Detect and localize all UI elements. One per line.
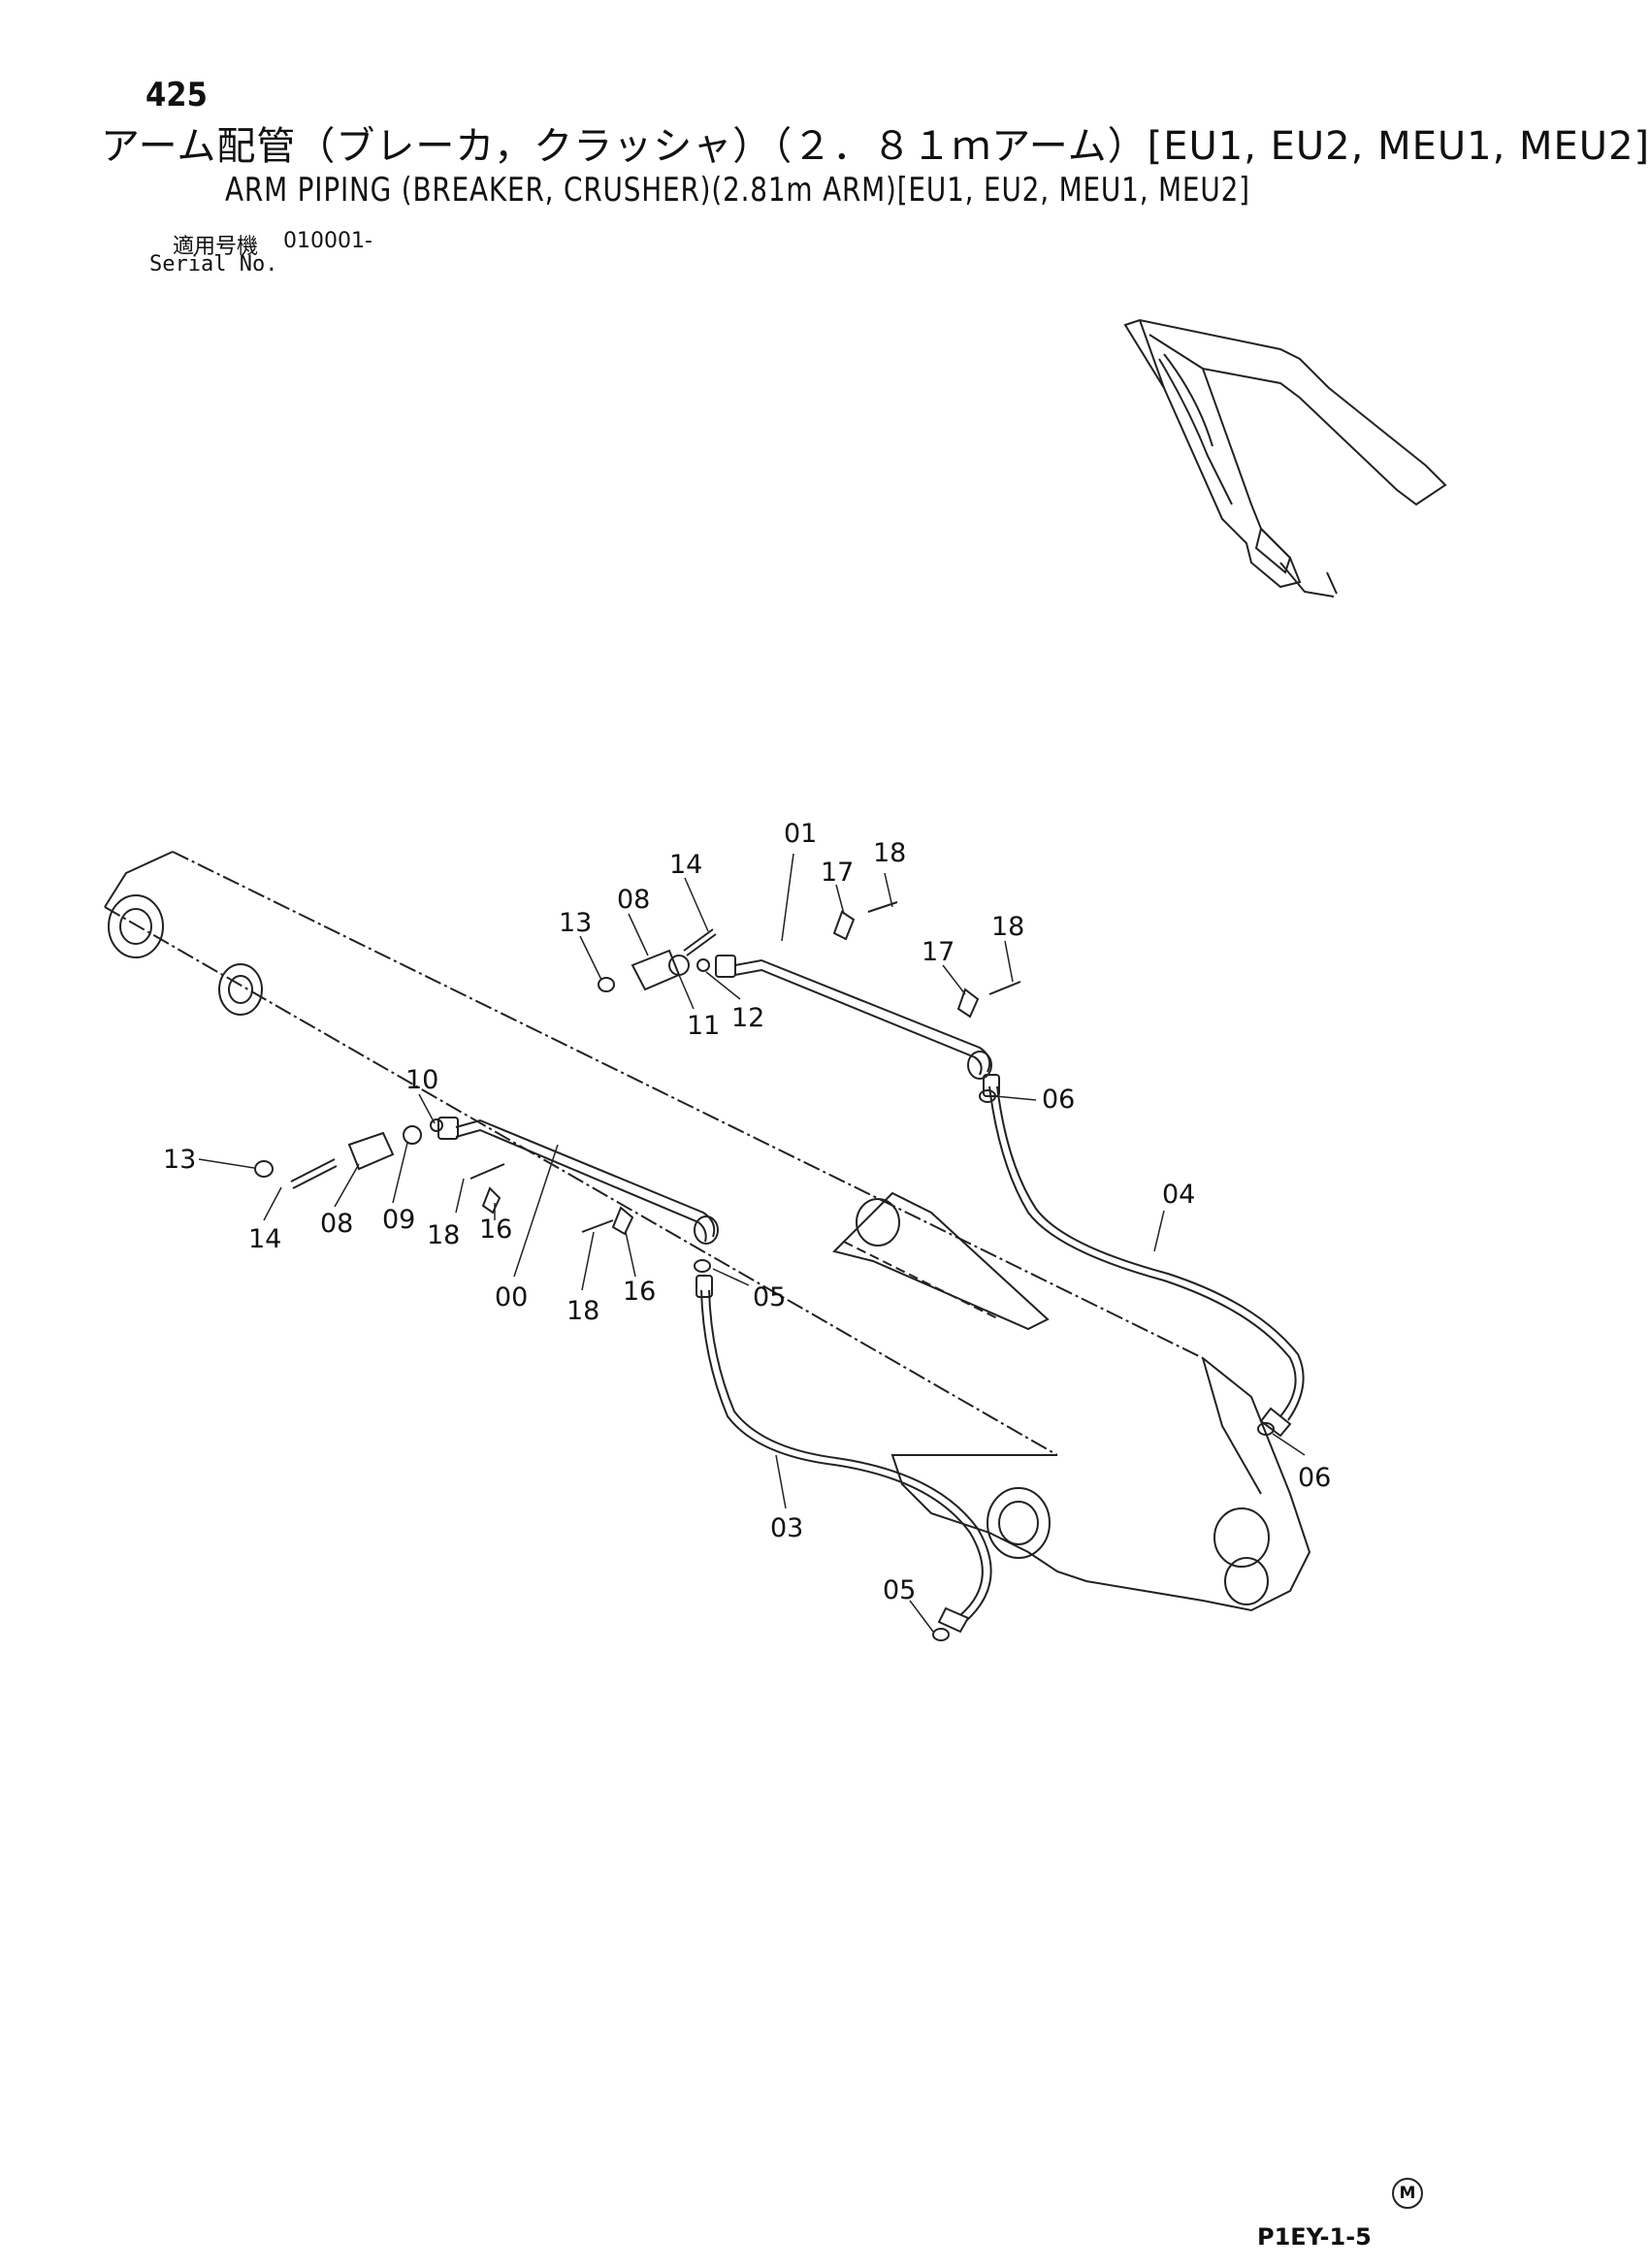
serial-label-jp: 適用号機 xyxy=(173,235,259,259)
callout-label: 04 xyxy=(1162,1180,1195,1210)
callout-label: 10 xyxy=(405,1065,438,1095)
callout-label: 18 xyxy=(427,1220,460,1250)
callout-label: 08 xyxy=(320,1209,353,1239)
callout-label: 06 xyxy=(1042,1085,1075,1115)
manufacturer-mark-icon: M xyxy=(1392,2178,1423,2209)
serial-value: 010001- xyxy=(283,229,372,253)
callout-label: 13 xyxy=(163,1145,196,1175)
callout-label: 18 xyxy=(566,1296,599,1326)
footer-code: P1EY-1-5 xyxy=(1257,2223,1372,2251)
callout-label: 14 xyxy=(669,850,702,880)
hose-03 xyxy=(696,1275,992,1634)
leader-lines xyxy=(198,853,1306,1633)
upper-fittings xyxy=(598,901,1021,1103)
arm-body xyxy=(104,851,1311,1612)
callout-label: 09 xyxy=(382,1205,415,1235)
serial-label-en: Serial No. xyxy=(149,252,278,276)
page-number: 425 xyxy=(146,76,208,114)
page-title-jp: アーム配管（ブレーカ，クラッシャ）（２．８１ｍアーム）[EU1, EU2, ME… xyxy=(101,124,1650,169)
inset-excavator-illustration xyxy=(1123,318,1447,598)
callout-label: 05 xyxy=(883,1575,916,1605)
callout-label: 03 xyxy=(770,1513,803,1543)
callout-label: 06 xyxy=(1298,1463,1331,1493)
page-title-en: ARM PIPING (BREAKER, CRUSHER)(2.81m ARM)… xyxy=(225,171,1250,210)
callout-label: 11 xyxy=(687,1011,720,1041)
callout-label: 00 xyxy=(495,1282,528,1312)
pipe-01 xyxy=(715,955,992,1080)
callout-label: 14 xyxy=(248,1224,281,1254)
callout-labels: 01 18 14 17 08 13 18 17 11 12 06 10 04 1… xyxy=(163,819,1331,1605)
callout-label: 16 xyxy=(623,1277,656,1307)
callout-label: 16 xyxy=(479,1215,512,1245)
arm-piping-diagram: 01 18 14 17 08 13 18 17 11 12 06 10 04 1… xyxy=(104,318,1447,1641)
callout-label: 08 xyxy=(617,885,650,915)
callout-label: 05 xyxy=(753,1282,786,1312)
callout-label: 17 xyxy=(922,937,954,967)
callout-label: 01 xyxy=(784,819,817,849)
hose-04 xyxy=(983,1074,1305,1438)
callout-label: 17 xyxy=(821,858,854,888)
lower-fittings xyxy=(254,1118,1275,1641)
callout-label: 18 xyxy=(991,912,1024,942)
pipe-00 xyxy=(437,1117,719,1245)
callout-label: 18 xyxy=(873,838,906,868)
callout-label: 13 xyxy=(559,908,592,938)
callout-label: 12 xyxy=(731,1003,764,1033)
